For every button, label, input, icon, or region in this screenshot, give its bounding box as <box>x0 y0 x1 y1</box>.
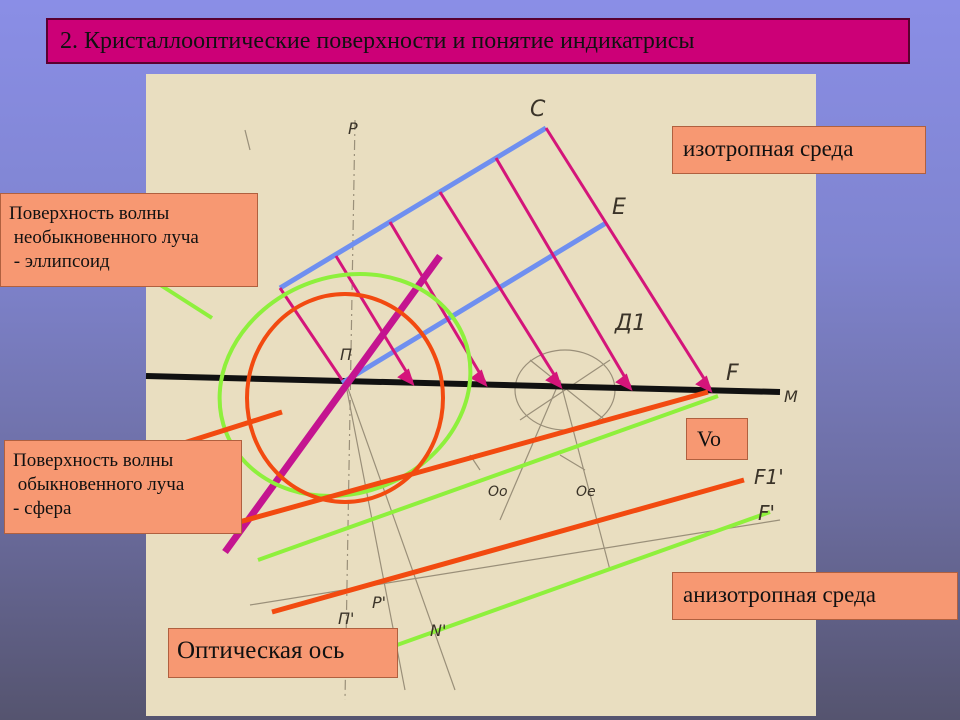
pencil-ray-1 <box>344 379 456 691</box>
anisotropic-medium-label: анизотропная среда <box>672 572 958 620</box>
letter-f1-prime: F1' <box>754 465 784 489</box>
pencil-arrow-oe <box>559 454 586 471</box>
sphere-label-line-2: обыкновенного луча <box>13 474 185 495</box>
ellipsoid-label-line-2: необыкновенного луча <box>9 227 199 248</box>
slide-title: 2. Кристаллооптические поверхности и пон… <box>60 28 695 54</box>
ray-5 <box>334 255 414 382</box>
blue-front-upper <box>278 125 548 291</box>
letter-d1: Д1 <box>614 311 646 336</box>
ray-6 <box>278 287 344 381</box>
ray-1 <box>544 127 712 389</box>
ray-3 <box>438 191 562 385</box>
pencil-cross-1 <box>519 359 611 421</box>
ellipsoid-label-line-3: - эллипсоид <box>9 251 110 272</box>
sphere-wavefront <box>245 292 445 504</box>
letter-pi: П <box>340 345 352 364</box>
orange-front-1 <box>231 389 709 527</box>
interface-line <box>145 373 781 395</box>
pencil-cross-2 <box>529 359 606 421</box>
arrowhead-3 <box>545 371 563 389</box>
sphere-label: Поверхность волны обыкновенного луча - с… <box>4 440 242 534</box>
ray-2 <box>494 157 632 387</box>
slide-title-box: 2. Кристаллооптические поверхности и пон… <box>46 18 910 64</box>
letter-e: E <box>612 195 626 220</box>
vo-label: Vo <box>686 418 748 460</box>
optical-axis-label: Оптическая ось <box>168 628 398 678</box>
letter-oe: Oe <box>576 484 596 500</box>
vertical-axis-p <box>344 119 356 701</box>
letter-f: F <box>726 361 739 386</box>
letter-p: P <box>348 119 358 138</box>
letter-n-prime: N' <box>430 621 446 640</box>
arrowhead-2 <box>615 373 633 391</box>
letter-m: M <box>784 387 798 406</box>
diagram-letters: C E Д1 F M F1' F' P P' N' П П' Oe Oo <box>338 97 798 640</box>
optical-axis-line <box>222 253 443 555</box>
pencil-tick <box>244 129 251 151</box>
orange-front-2 <box>271 477 745 615</box>
ellipsoid-label: Поверхность волны необыкновенного луча -… <box>0 193 258 287</box>
green-front-1 <box>257 394 719 562</box>
sphere-label-line-3: - сфера <box>13 498 72 519</box>
letter-pi-prime: П' <box>338 609 354 628</box>
isotropic-medium-label: изотропная среда <box>672 126 926 174</box>
ellipsoid-label-line-1: Поверхность волны <box>9 203 170 224</box>
arrowhead-1 <box>695 375 713 393</box>
letter-oo: Oo <box>488 484 508 500</box>
arrowhead-5 <box>397 368 415 386</box>
sphere-label-line-1: Поверхность волны <box>13 450 174 471</box>
blue-wavefronts <box>278 125 608 386</box>
letter-p-prime: P' <box>372 593 386 612</box>
blue-front-lower <box>340 220 608 386</box>
pencil-ray-3 <box>559 379 611 571</box>
pencil-baseline <box>249 519 781 606</box>
ellipsoid-wavefront <box>217 271 473 499</box>
arrowhead-4 <box>470 369 488 387</box>
pencil-ray-4 <box>499 379 561 521</box>
letter-c: C <box>530 97 546 122</box>
letter-f-prime: F' <box>758 501 775 525</box>
